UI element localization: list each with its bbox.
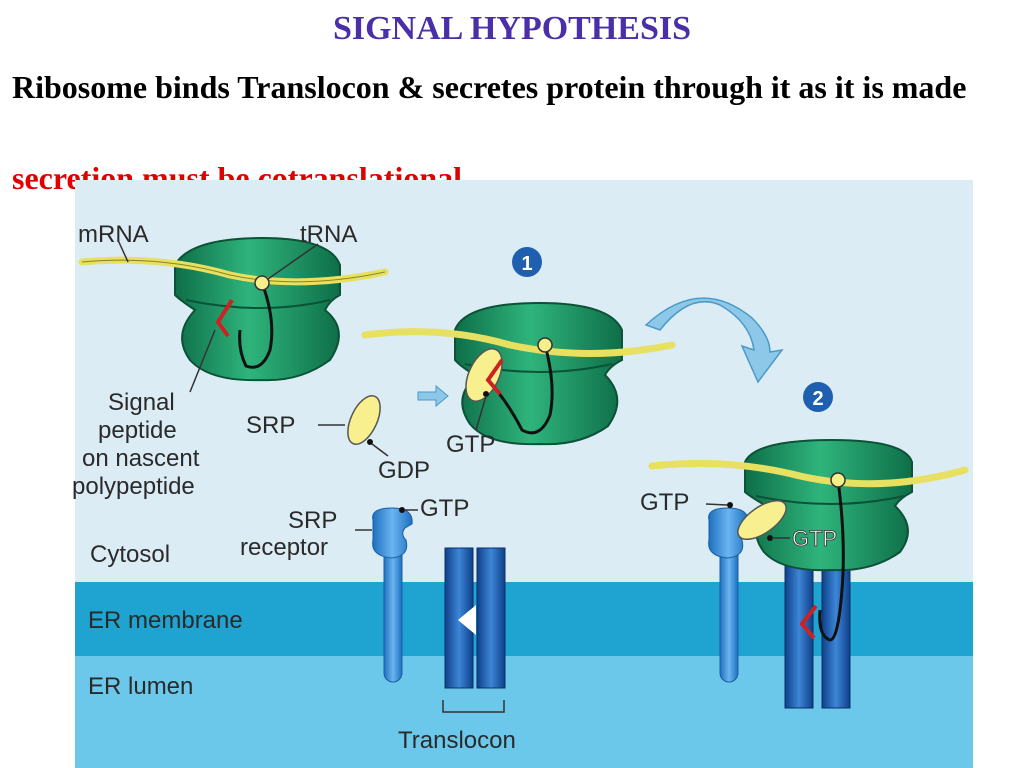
step-transition-arrow-icon (644, 297, 784, 384)
label-trna: tRNA (300, 221, 357, 248)
step-1-badge: 1 (512, 247, 542, 277)
label-signal-3: on nascent (82, 445, 200, 472)
page-title: SIGNAL HYPOTHESIS (332, 10, 692, 47)
label-gdp: GDP (378, 457, 430, 484)
label-cytosol: Cytosol (90, 541, 170, 568)
signal-peptide-3 (799, 604, 818, 640)
label-er-membrane: ER membrane (88, 607, 243, 634)
label-srp-receptor-2: receptor (240, 534, 328, 561)
trna-1 (254, 275, 270, 291)
label-gtp-step1: GTP (446, 431, 495, 458)
label-er-lumen: ER lumen (88, 673, 193, 700)
srp-arrow-icon (417, 384, 449, 408)
label-signal-4: polypeptide (72, 473, 195, 500)
signal-peptide-1 (215, 298, 234, 338)
label-mrna: mRNA (78, 221, 149, 248)
svg-text:1: 1 (521, 253, 532, 275)
ribosome-free (174, 236, 341, 382)
step-2-badge: 2 (803, 382, 833, 412)
mrna-strand-2 (361, 328, 676, 357)
trna-2 (537, 337, 553, 353)
translocon-closed (444, 547, 506, 689)
subtitle: Ribosome binds Translocon & secretes pro… (12, 69, 967, 105)
label-gtp-receptor: GTP (420, 495, 469, 522)
label-signal-1: Signal (108, 389, 175, 416)
mrna-strand-3 (648, 460, 969, 488)
svg-text:2: 2 (812, 388, 823, 410)
srp-receptor-2 (708, 507, 749, 683)
label-srp-receptor-1: SRP (288, 507, 337, 534)
trna-3 (830, 472, 846, 488)
label-srp: SRP (246, 412, 295, 439)
nascent-chain-1 (238, 282, 274, 369)
srp-particle-docked (737, 499, 787, 541)
nascent-chain-3 (818, 479, 845, 642)
label-gtp-step2-bound: GTP (792, 526, 837, 551)
nascent-chain-2 (496, 344, 554, 435)
label-gtp-step2-left: GTP (640, 489, 689, 516)
srp-particle-free (347, 395, 381, 445)
label-translocon: Translocon (398, 727, 516, 754)
label-signal-2: peptide (98, 417, 177, 444)
srp-receptor-1 (372, 507, 413, 683)
signal-peptide-2 (485, 358, 504, 396)
